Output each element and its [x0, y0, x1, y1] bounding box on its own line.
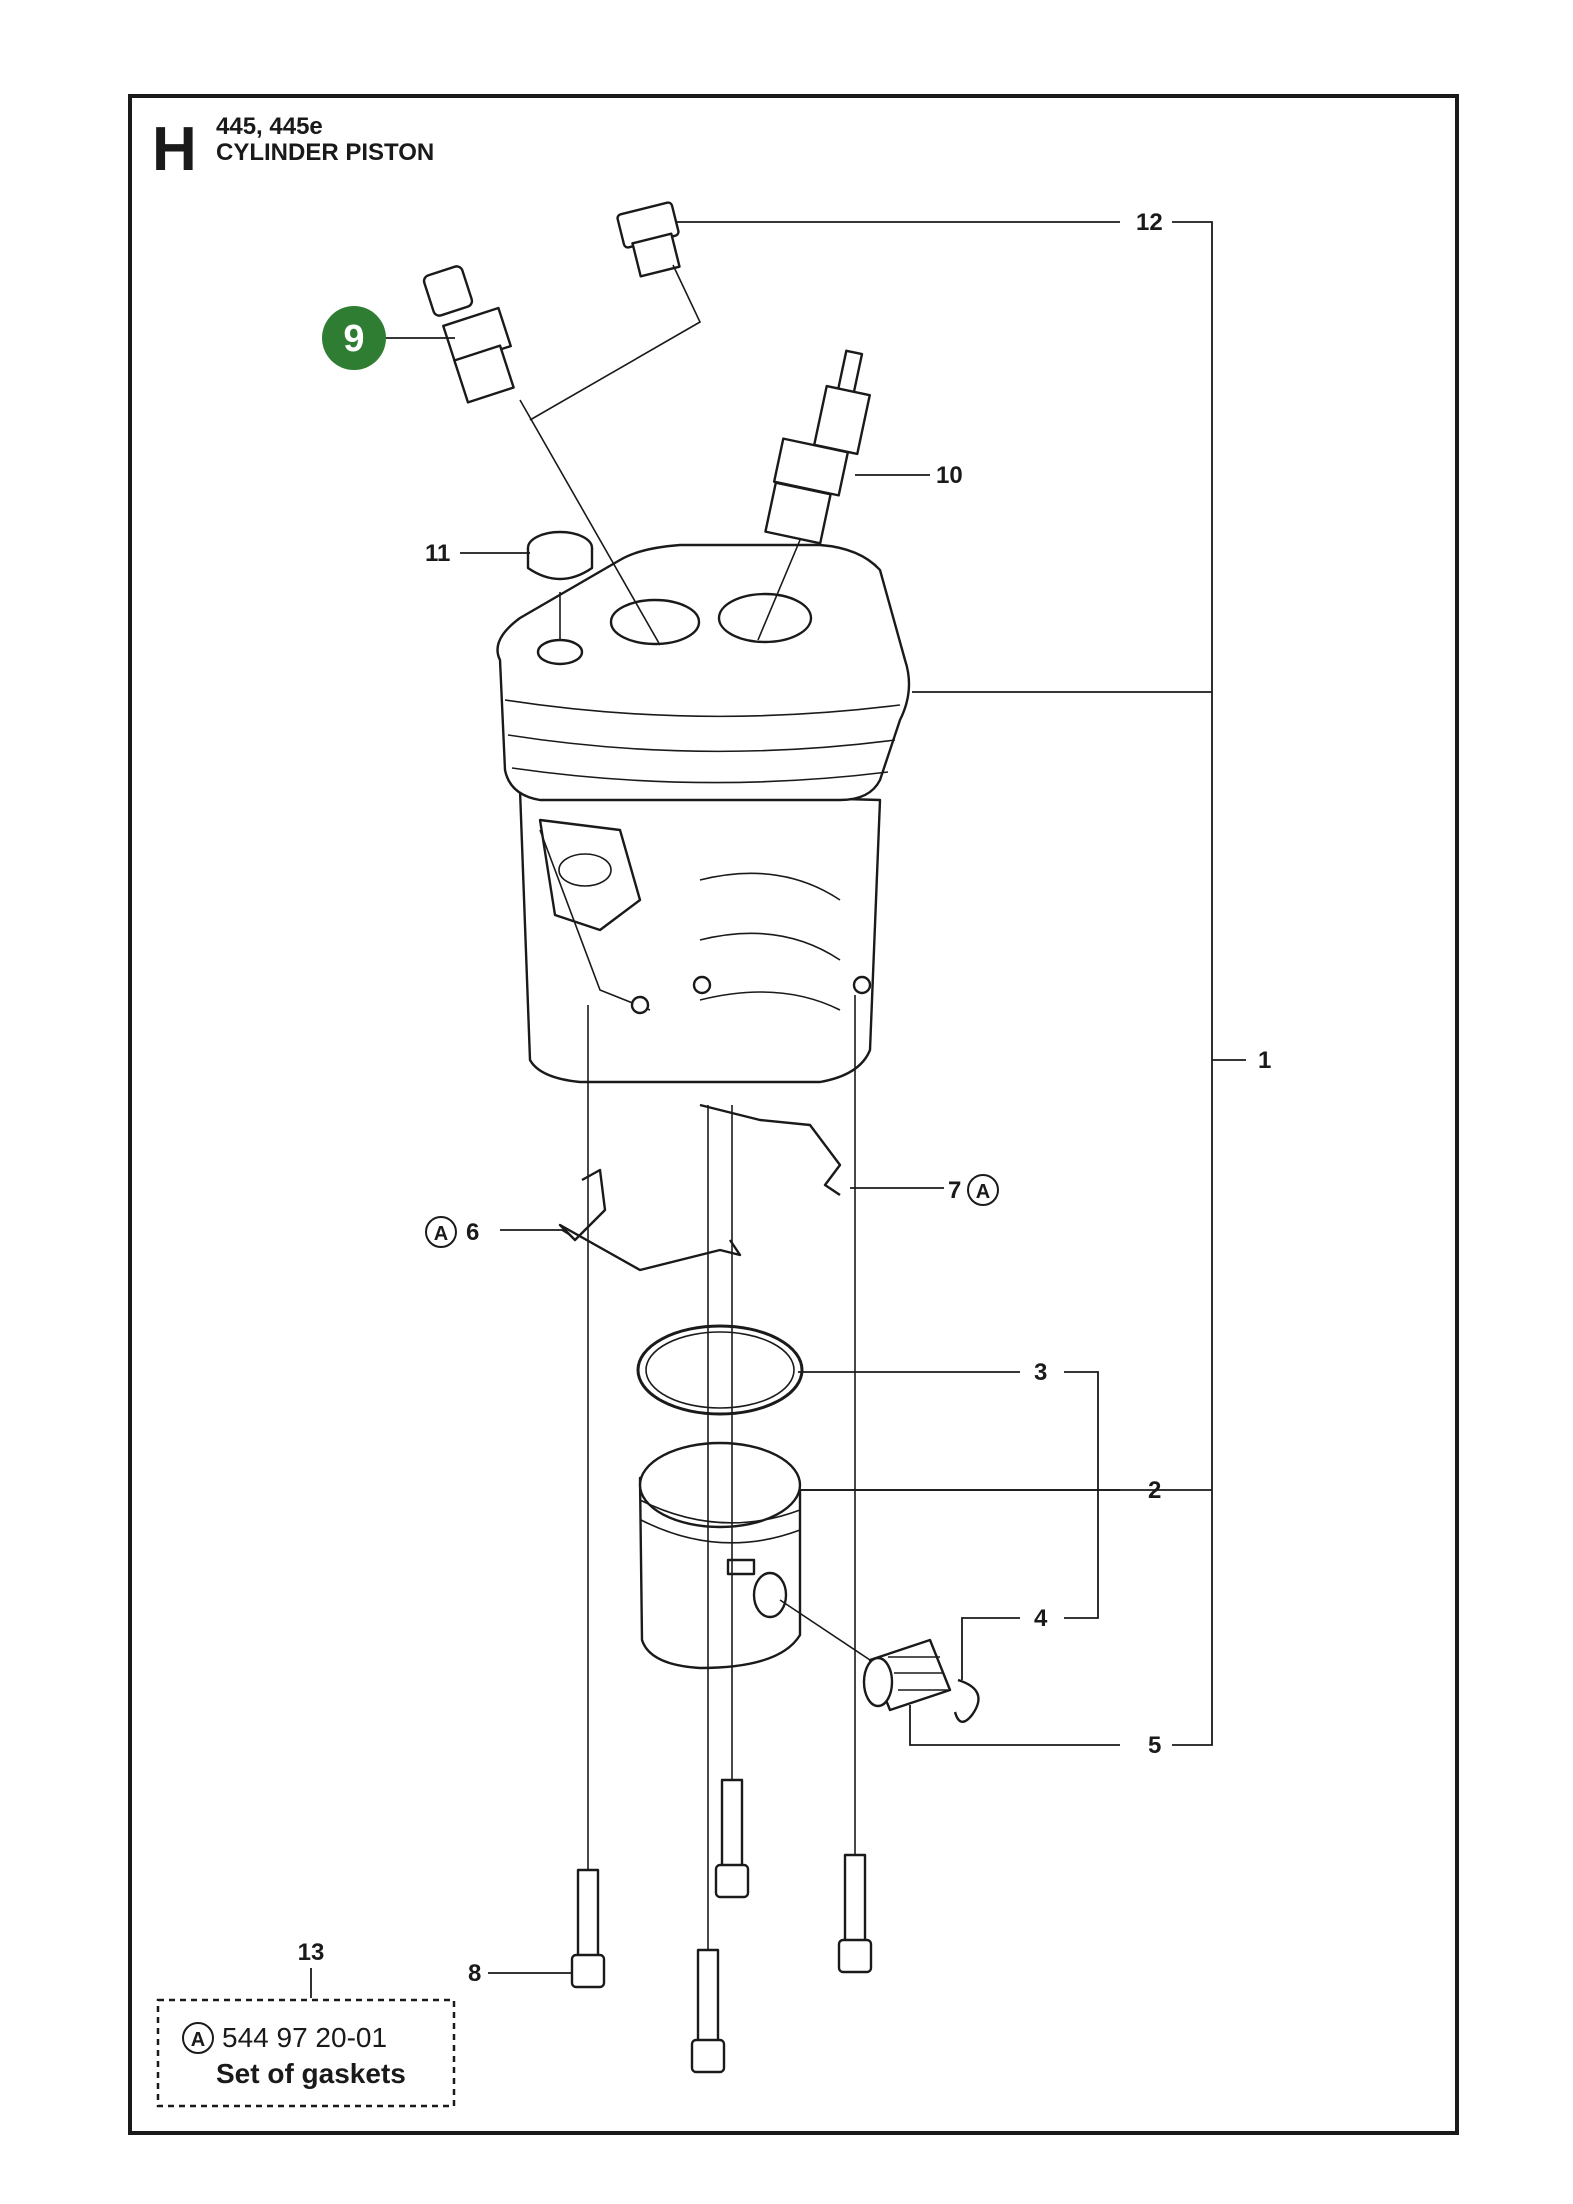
marker-a-kit-letter: A [191, 2029, 205, 2051]
page-title: CYLINDER PISTON [216, 139, 434, 166]
cap [526, 530, 594, 581]
callout-10: 10 [936, 462, 963, 489]
marker-a-kit [182, 2022, 214, 2054]
gasket-kit-box [156, 1998, 456, 2108]
callout-9: 9 [343, 318, 364, 360]
callout-3: 3 [1034, 1359, 1047, 1386]
section-letter: H [152, 115, 197, 184]
bolt-center-bottom [690, 1105, 726, 2074]
bolt-right [837, 995, 873, 1974]
callout-11: 11 [425, 540, 450, 567]
callout-2: 2 [1148, 1477, 1161, 1504]
marker-a-6 [425, 1216, 457, 1248]
bolt-center-top [714, 1105, 750, 1899]
marker-a-6-letter: A [434, 1223, 448, 1245]
callout-8: 8 [468, 1960, 481, 1987]
callout-9-badge [322, 306, 386, 370]
intake-gasket [558, 1168, 742, 1272]
callout-6: 6 [466, 1219, 479, 1246]
decompression-valve [422, 265, 661, 646]
piston-ring [636, 1324, 804, 1416]
callout-7: 7 [948, 1177, 961, 1204]
callout-13: 13 [298, 1939, 325, 1966]
piston [638, 1441, 802, 1670]
callout-1: 1 [1258, 1047, 1271, 1074]
kit-part-number: 544 97 20-01 [222, 2022, 387, 2053]
bolt-left [570, 1005, 606, 1989]
callout-5: 5 [1148, 1732, 1161, 1759]
marker-a-7 [967, 1174, 999, 1206]
marker-a-7-letter: A [976, 1181, 990, 1203]
cylinder [496, 543, 911, 1084]
callout-12: 12 [1136, 209, 1163, 236]
circlip [953, 1678, 980, 1723]
cylinder-plug [616, 201, 681, 278]
spark-plug [757, 349, 871, 641]
model-list: 445, 445e [216, 113, 323, 140]
diagram-frame [128, 94, 1459, 2135]
callout-4: 4 [1034, 1605, 1048, 1632]
exhaust-gasket [699, 1103, 842, 1196]
needle-bearing [862, 1638, 952, 1712]
kit-description: Set of gaskets [216, 2058, 406, 2089]
bracket-1 [1172, 221, 1213, 1746]
bracket-3-4 [1064, 1371, 1099, 1619]
